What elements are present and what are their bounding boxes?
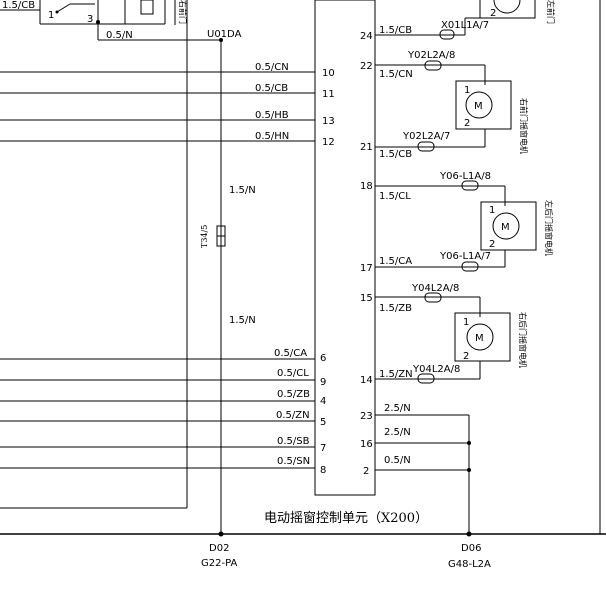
conn-y06-l1a-8: Y06-L1A/8 bbox=[439, 171, 491, 182]
pin-10: 10 bbox=[322, 68, 335, 79]
wire-label-cb: 0.5/CB bbox=[255, 83, 288, 94]
motor-3-label: 右后门摇窗电机 bbox=[518, 312, 528, 368]
ground-d02-code: G22-PA bbox=[201, 558, 237, 569]
wire-0-5-n: 0.5/N bbox=[106, 30, 133, 41]
connector-t34-5: T34/5 bbox=[200, 225, 209, 248]
motor-2-circle bbox=[492, 212, 520, 240]
node-u01da: U01DA bbox=[207, 29, 242, 40]
conn-x01l1a: X01L1A/7 bbox=[441, 20, 489, 31]
wire-15: 1.5/ZB bbox=[379, 303, 412, 314]
pin-7: 7 bbox=[320, 443, 326, 454]
motor-1-circle bbox=[465, 91, 493, 119]
conn-y06-l1a-7: Y06-L1A/7 bbox=[439, 251, 491, 262]
top-switch-area: 1.5/CB 1 3 0.5/N U01DA bbox=[0, 0, 242, 508]
wire-label-hb: 0.5/HB bbox=[255, 110, 289, 121]
top-cb-label: 1.5/CB bbox=[2, 0, 35, 11]
wire-label-zn: 0.5/ZN bbox=[276, 410, 310, 421]
right-wire-group: 2 左前门 右前门 24 1.5/CB X01L1A/7 22 1.5/CN Y… bbox=[178, 0, 556, 537]
bottom-area: 电动摇窗控制单元（X200） D02 G22-PA D06 G48-L2A bbox=[0, 510, 606, 570]
pin-22: 22 bbox=[360, 61, 373, 72]
pin-8: 8 bbox=[320, 465, 326, 476]
motor-3-circle bbox=[466, 323, 494, 351]
wire-label-cn: 0.5/CN bbox=[255, 62, 289, 73]
conn-y02l2a-8: Y02L2A/8 bbox=[407, 50, 455, 61]
motor-3-box bbox=[454, 312, 511, 362]
wire-label-sb: 0.5/SB bbox=[277, 436, 310, 447]
ground-d06-code: G48-L2A bbox=[448, 559, 491, 570]
pin-5: 5 bbox=[320, 417, 326, 428]
pin-16: 16 bbox=[360, 439, 373, 450]
motor-1-pin-b: 2 bbox=[464, 118, 470, 129]
pin-21: 21 bbox=[360, 142, 373, 153]
motor-1-label: 右前门摇窗电机 bbox=[519, 98, 529, 154]
pin-4: 4 bbox=[320, 396, 326, 407]
bus-label-upper: 1.5/N bbox=[229, 185, 256, 196]
pin-13: 13 bbox=[322, 116, 335, 127]
switch-pin-1: 1 bbox=[48, 10, 54, 21]
wire-14: 1.5/ZN bbox=[379, 369, 413, 380]
motor-3-pin-b: 2 bbox=[463, 351, 469, 362]
motor-1-box bbox=[455, 80, 512, 130]
wire-label-cl: 0.5/CL bbox=[277, 368, 309, 379]
conn-y04l2a-8a: Y04L2A/8 bbox=[411, 283, 459, 294]
wire-label-zb: 0.5/ZB bbox=[277, 389, 310, 400]
vertical-bus: 1.5/N 1.5/N T34/5 bbox=[200, 40, 256, 537]
pin-2: 2 bbox=[363, 466, 369, 477]
pin-14: 14 bbox=[360, 375, 373, 386]
wire-label-ca: 0.5/CA bbox=[274, 348, 307, 359]
conn-y02l2a-7: Y02L2A/7 bbox=[402, 131, 450, 142]
wire-17: 1.5/CA bbox=[379, 256, 412, 267]
pin-9: 9 bbox=[320, 377, 326, 388]
wire-label-sn: 0.5/SN bbox=[277, 456, 310, 467]
pin-18: 18 bbox=[360, 181, 373, 192]
motor-2-label: 左后门摇窗电机 bbox=[544, 200, 554, 256]
wire-18: 1.5/CL bbox=[379, 191, 411, 202]
pin-17: 17 bbox=[360, 263, 373, 274]
left-wire-group: 0.5/CN 10 0.5/CB 11 0.5/HB 13 0.5/HN 12 … bbox=[0, 62, 335, 509]
wire-label-hn: 0.5/HN bbox=[255, 131, 289, 142]
wire-22: 1.5/CN bbox=[379, 69, 413, 80]
motor-1-symbol: M bbox=[474, 101, 483, 112]
motor-3-pin-a: 1 bbox=[463, 317, 469, 328]
module-box bbox=[314, 0, 376, 496]
motor-2-symbol: M bbox=[501, 222, 510, 233]
motor-2-box bbox=[480, 201, 537, 251]
switch-pin-3: 3 bbox=[87, 14, 93, 25]
pin-24: 24 bbox=[360, 31, 373, 42]
conn-y04l2a-8b: Y04L2A/8 bbox=[412, 364, 460, 375]
top-right-vlabel: 左前门 bbox=[546, 0, 556, 24]
wire-21: 1.5/CB bbox=[379, 149, 412, 160]
bus-label-lower: 1.5/N bbox=[229, 315, 256, 326]
motor-2-pin-b: 2 bbox=[489, 239, 495, 250]
ground-d02-id: D02 bbox=[209, 543, 229, 554]
motor-2-pin-a: 1 bbox=[489, 205, 495, 216]
top-left-vlabel: 右前门 bbox=[178, 0, 188, 24]
pin-23: 23 bbox=[360, 411, 373, 422]
module-title: 电动摇窗控制单元（X200） bbox=[264, 510, 428, 526]
ground-d06-id: D06 bbox=[461, 543, 481, 554]
pin-6: 6 bbox=[320, 353, 326, 364]
top-motor-pin-2: 2 bbox=[490, 8, 496, 19]
wire-23: 2.5/N bbox=[384, 403, 411, 414]
pin-12: 12 bbox=[322, 137, 335, 148]
wire-16: 2.5/N bbox=[384, 427, 411, 438]
motor-1-pin-a: 1 bbox=[464, 85, 470, 96]
pin-15: 15 bbox=[360, 293, 373, 304]
pin-11: 11 bbox=[322, 89, 335, 100]
wire-2: 0.5/N bbox=[384, 455, 411, 466]
wire-24: 1.5/CB bbox=[379, 25, 412, 36]
motor-3-symbol: M bbox=[475, 333, 484, 344]
